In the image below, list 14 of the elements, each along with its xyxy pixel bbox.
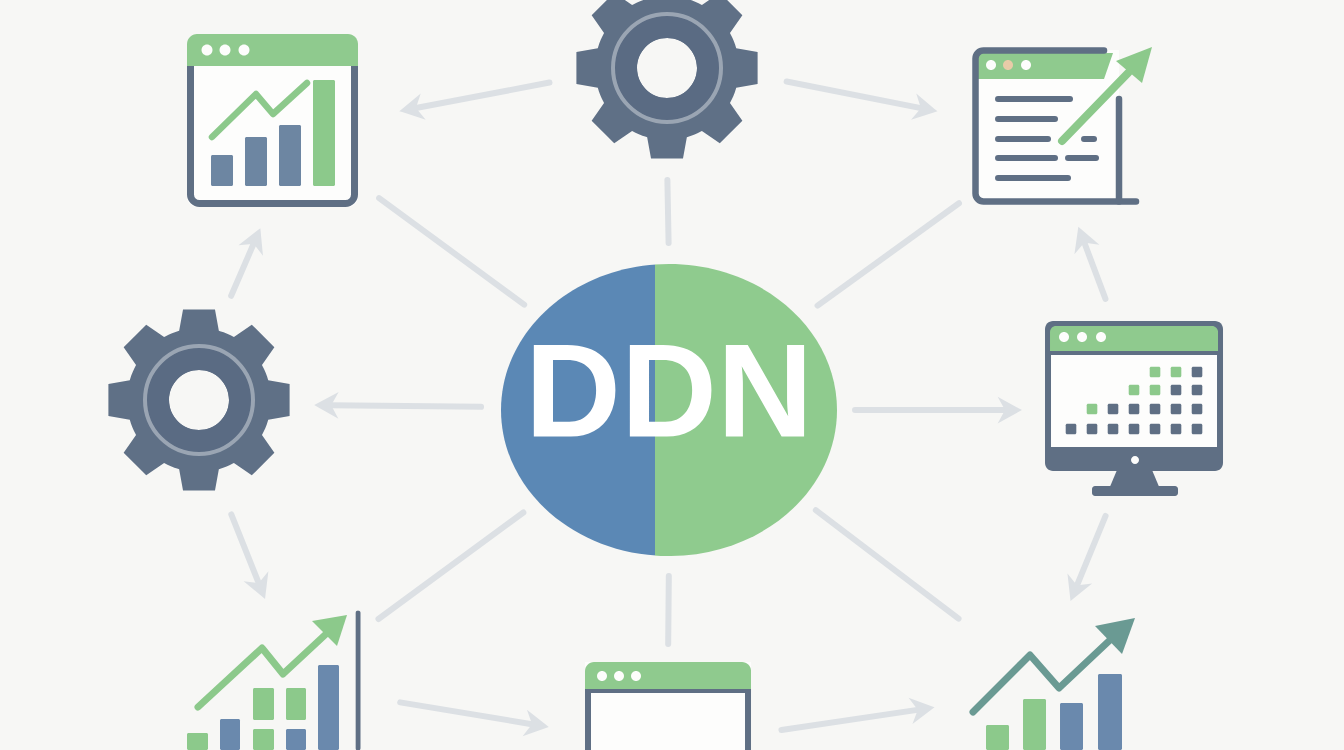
- browser-window-icon: [585, 662, 751, 750]
- connector-line: [665, 573, 672, 647]
- growth-chart-icon: [187, 610, 361, 750]
- chart-window-icon: [187, 34, 358, 207]
- connector-line: [664, 177, 672, 246]
- growth-chart-icon: [969, 618, 1135, 750]
- connector-line: [376, 195, 528, 308]
- report-document-icon: [972, 47, 1152, 205]
- connector-line: [812, 507, 962, 622]
- connector-line: [375, 509, 527, 622]
- gear-icon: [576, 0, 758, 159]
- gear-icon: [108, 309, 290, 491]
- connector-line: [814, 200, 962, 309]
- monitor-icon: [1045, 321, 1223, 496]
